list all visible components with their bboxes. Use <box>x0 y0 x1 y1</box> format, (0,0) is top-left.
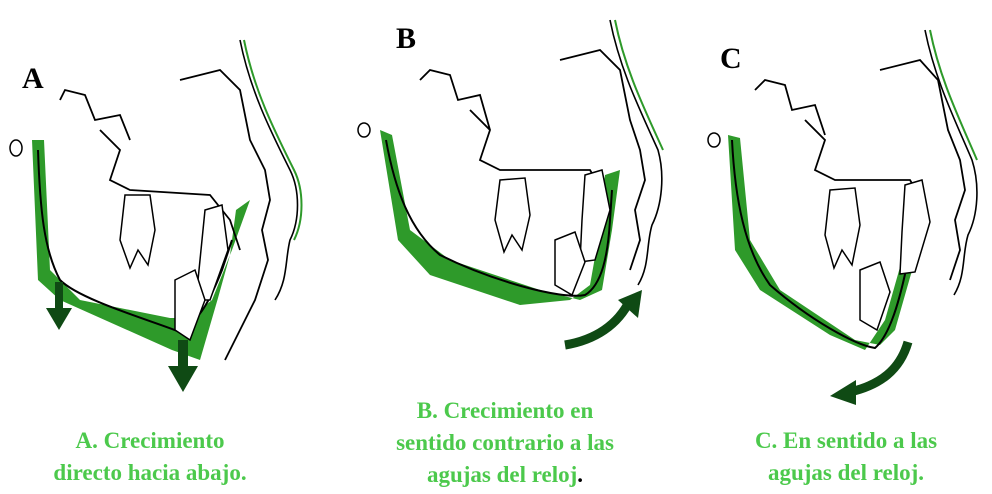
caption-line: directo hacia abajo. <box>0 457 300 489</box>
incisor-tooth <box>900 180 930 274</box>
molar-tooth <box>495 178 530 252</box>
caption-line: A. Crecimiento <box>0 425 300 457</box>
ear-rod <box>708 133 720 147</box>
panel-letter: C <box>720 42 742 76</box>
caption: A. Crecimiento directo hacia abajo. <box>0 425 300 489</box>
caption: B. Crecimiento en sentido contrario a la… <box>340 395 670 491</box>
soft-tissue-green <box>244 40 302 240</box>
caption-line-last: agujas del reloj. <box>340 459 670 491</box>
panel-a: A A. Crecimiento directo hacia abajo. <box>0 0 335 494</box>
clockwise-arrow <box>830 342 908 405</box>
soft-tissue-profile <box>240 40 298 300</box>
soft-tissue-profile <box>610 20 662 285</box>
caption: C. En sentido a las agujas del reloj. <box>700 425 992 489</box>
caption-line: agujas del reloj. <box>700 457 992 489</box>
caption-line: sentido contrario a las <box>340 427 670 459</box>
panel-letter: A <box>22 62 44 96</box>
caption-period: . <box>577 462 583 487</box>
cephalometric-tracing-a <box>0 0 335 420</box>
cranial-outline <box>420 50 645 270</box>
panel-b: B B. Crecimiento en sentido contrario a … <box>340 0 670 494</box>
molar-tooth <box>825 188 860 268</box>
ear-rod <box>358 123 370 137</box>
cranial-outline <box>755 60 965 280</box>
soft-tissue-green <box>930 30 977 160</box>
panel-letter: B <box>396 22 416 56</box>
cephalometric-tracing-b <box>340 0 670 390</box>
soft-tissue-profile <box>925 30 977 295</box>
ear-rod <box>10 140 22 156</box>
molar-tooth <box>120 195 155 268</box>
caption-line: B. Crecimiento en <box>340 395 670 427</box>
caption-line: C. En sentido a las <box>700 425 992 457</box>
panel-c: C C. En sentido a las agujas del reloj. <box>680 0 992 494</box>
caption-line: agujas del reloj <box>427 462 577 487</box>
